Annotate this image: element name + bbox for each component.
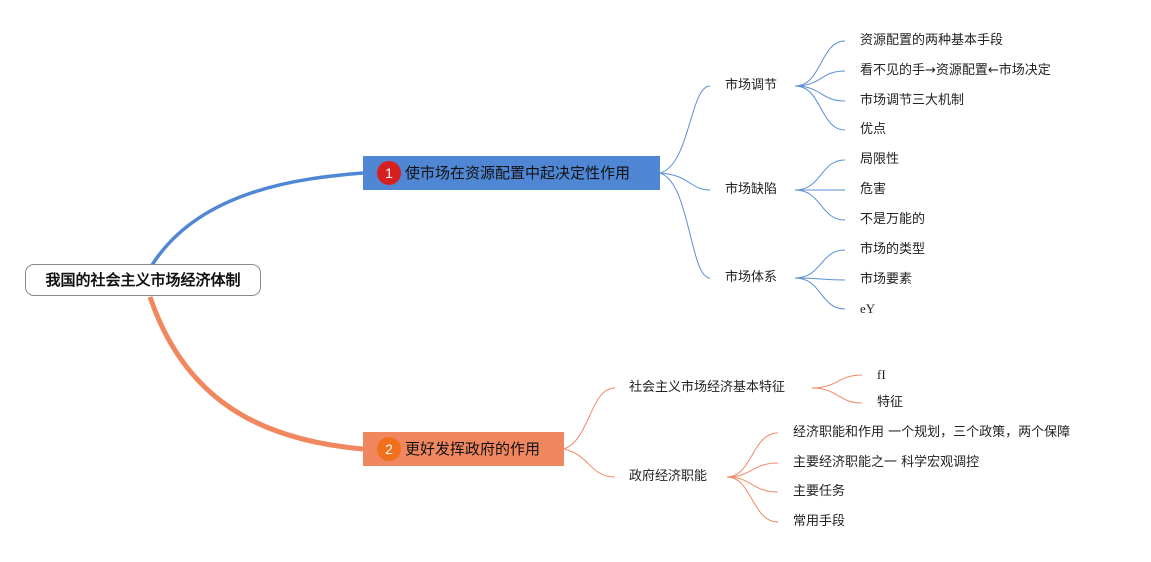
leaf-node[interactable]: 危害 — [860, 183, 886, 196]
branch-node-1[interactable]: 1 使市场在资源配置中起决定性作用 — [363, 156, 660, 190]
leaf-label: 主要任务 — [793, 484, 846, 499]
branch-1-label: 使市场在资源配置中起决定性作用 — [405, 163, 631, 182]
leaf-label: fI — [877, 367, 886, 382]
leaf-node[interactable]: 资源配置的两种基本手段 — [860, 34, 1003, 47]
branch-1-number-badge: 1 — [377, 161, 401, 185]
branch-1-links — [659, 40, 846, 310]
leaf-label: 市场要素 — [860, 272, 913, 287]
leaf-label: 主要经济职能之一 科学宏观调控 — [793, 455, 980, 470]
leaf-node[interactable]: 不是万能的 — [860, 213, 925, 226]
leaf-label: 看不见的手→资源配置←市场决定 — [860, 63, 1051, 78]
branch-2-links — [563, 374, 863, 523]
leaf-label: 特征 — [877, 395, 904, 410]
leaf-node[interactable]: 主要经济职能之一 科学宏观调控 — [793, 456, 979, 469]
sub-node-label: 市场调节 — [725, 78, 778, 93]
leaf-label: 不是万能的 — [860, 212, 926, 227]
leaf-node[interactable]: 主要任务 — [793, 485, 845, 498]
sub-node-basic-features[interactable]: 社会主义市场经济基本特征 — [629, 381, 785, 394]
root-to-branch-1-link — [150, 171, 364, 266]
leaf-label: 常用手段 — [793, 514, 846, 529]
leaf-node[interactable]: 市场要素 — [860, 273, 912, 286]
leaf-label: 优点 — [860, 122, 887, 137]
leaf-node[interactable]: 经济职能和作用 一个规划，三个政策，两个保障 — [793, 426, 1070, 439]
root-to-branch-2-link — [147, 296, 364, 452]
leaf-label: eY — [860, 301, 876, 316]
leaf-node[interactable]: 特征 — [877, 396, 903, 409]
sub-node-label: 政府经济职能 — [629, 469, 708, 484]
leaf-label: 资源配置的两种基本手段 — [860, 33, 1004, 48]
root-label: 我国的社会主义市场经济体制 — [45, 270, 241, 289]
sub-node-market-system[interactable]: 市场体系 — [725, 271, 777, 284]
root-node[interactable]: 我国的社会主义市场经济体制 — [25, 264, 261, 296]
sub-node-label: 市场体系 — [725, 270, 778, 285]
leaf-node[interactable]: fI — [877, 368, 886, 381]
branch-2-number-badge: 2 — [377, 437, 401, 461]
leaf-node[interactable]: 常用手段 — [793, 515, 845, 528]
leaf-node[interactable]: 市场的类型 — [860, 243, 925, 256]
sub-node-market-regulation[interactable]: 市场调节 — [725, 79, 777, 92]
sub-node-government-functions[interactable]: 政府经济职能 — [629, 470, 707, 483]
leaf-node[interactable]: 局限性 — [860, 153, 899, 166]
leaf-label: 危害 — [860, 182, 887, 197]
branch-2-label: 更好发挥政府的作用 — [405, 439, 541, 458]
sub-node-label: 市场缺陷 — [725, 182, 778, 197]
leaf-label: 经济职能和作用 一个规划，三个政策，两个保障 — [793, 425, 1071, 440]
leaf-node[interactable]: eY — [860, 302, 875, 315]
leaf-label: 市场调节三大机制 — [860, 93, 965, 108]
leaf-node[interactable]: 优点 — [860, 123, 886, 136]
leaf-label: 局限性 — [860, 152, 900, 167]
branch-node-2[interactable]: 2 更好发挥政府的作用 — [363, 432, 564, 466]
leaf-node[interactable]: 看不见的手→资源配置←市场决定 — [860, 64, 1051, 77]
leaf-label: 市场的类型 — [860, 242, 926, 257]
sub-node-label: 社会主义市场经济基本特征 — [629, 380, 786, 395]
sub-node-market-defects[interactable]: 市场缺陷 — [725, 183, 777, 196]
leaf-node[interactable]: 市场调节三大机制 — [860, 94, 964, 107]
